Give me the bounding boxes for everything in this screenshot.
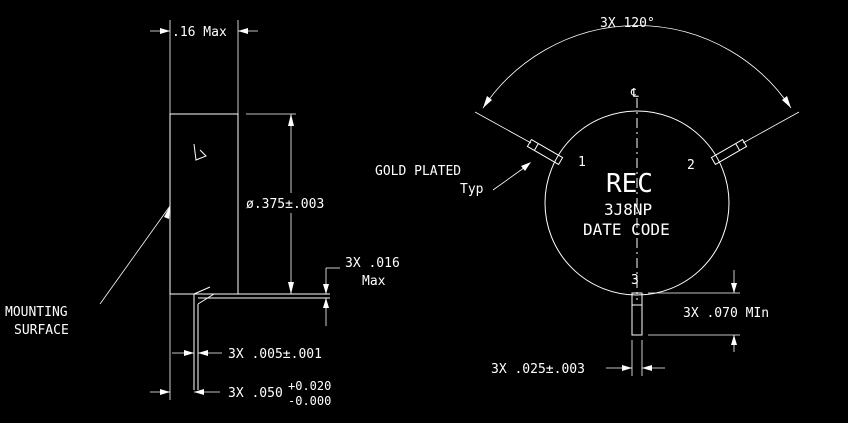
leader-line bbox=[492, 164, 529, 191]
arrowhead bbox=[483, 96, 492, 108]
side-view: .16 Max ø.375±.003 3X .016 Max MOUNTING … bbox=[5, 20, 400, 408]
arrowhead bbox=[782, 96, 791, 108]
arrowhead bbox=[288, 114, 294, 126]
lead-bend-top bbox=[193, 286, 211, 295]
component-body-side bbox=[169, 113, 239, 295]
gold-plated-label-1: GOLD PLATED bbox=[375, 164, 461, 179]
dim-005: 3X .005±.001 bbox=[228, 347, 322, 362]
dim-050: 3X .050 bbox=[228, 386, 283, 401]
gold-plated-label-2: Typ bbox=[460, 182, 484, 197]
dim-diameter: ø.375±.003 bbox=[246, 197, 324, 212]
label-part: 3J8NP bbox=[604, 200, 652, 219]
ext-line bbox=[474, 111, 532, 144]
centerline-symbol: ℄ bbox=[630, 86, 639, 100]
mounting-label-2: SURFACE bbox=[14, 323, 69, 338]
dim-050-plus: +0.020 bbox=[288, 379, 331, 393]
angle-label: 3X 120° bbox=[600, 16, 655, 31]
lead-pin-3 bbox=[631, 292, 643, 336]
arrowhead bbox=[238, 28, 248, 34]
arrowhead bbox=[194, 389, 204, 395]
lead-pin-2 bbox=[710, 138, 748, 166]
arrowhead bbox=[184, 350, 194, 356]
leader-line bbox=[99, 205, 171, 305]
arrowhead bbox=[521, 162, 531, 171]
dim-016-line1: 3X .016 bbox=[345, 256, 400, 271]
dim-070: 3X .070 MIn bbox=[683, 306, 769, 321]
lead-pin-1 bbox=[526, 138, 564, 166]
arrowhead bbox=[323, 284, 329, 294]
arrowhead bbox=[160, 389, 170, 395]
dim-max16: .16 Max bbox=[172, 25, 227, 40]
dim-050-minus: -0.000 bbox=[288, 394, 331, 408]
dim-025: 3X .025±.003 bbox=[491, 362, 585, 377]
pin-number-2: 2 bbox=[687, 158, 695, 173]
body-marking bbox=[193, 143, 207, 161]
dim-016-line2: Max bbox=[362, 274, 386, 289]
arrowhead bbox=[288, 282, 294, 294]
arrowhead bbox=[160, 28, 170, 34]
front-view: ℄ 3X 120° 1 2 3 REC 3J8NP DATE CODE bbox=[375, 16, 800, 377]
arrowhead bbox=[198, 350, 208, 356]
pin-number-1: 1 bbox=[578, 155, 586, 170]
mounting-label-1: MOUNTING bbox=[5, 305, 68, 320]
arrowhead bbox=[642, 365, 652, 371]
label-datecode: DATE CODE bbox=[583, 220, 670, 239]
pin-number-3: 3 bbox=[631, 273, 639, 288]
lead-bend bbox=[197, 293, 215, 305]
ext-line bbox=[742, 111, 800, 144]
arrowhead bbox=[164, 206, 170, 219]
label-rec: REC bbox=[606, 169, 653, 199]
arrowhead bbox=[622, 365, 632, 371]
arrowhead bbox=[731, 283, 737, 293]
arrowhead bbox=[731, 335, 737, 345]
component-body-front bbox=[544, 110, 730, 296]
angle-arc bbox=[482, 25, 792, 109]
arrowhead bbox=[323, 298, 329, 308]
